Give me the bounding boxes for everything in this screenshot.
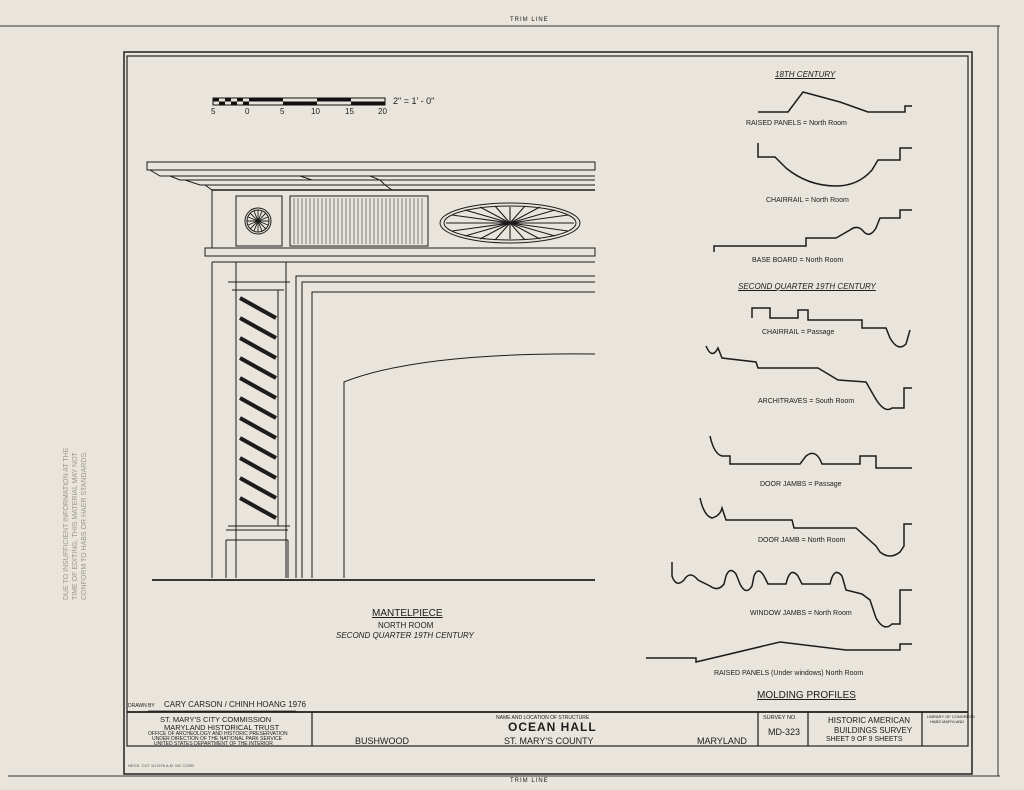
scale-tick: 5 (280, 107, 285, 116)
survey-number: MD-323 (768, 727, 801, 737)
label-chairrail-passage: CHAIRRAIL = Passage (762, 329, 835, 336)
habs-line2: BUILDINGS SURVEY (834, 726, 913, 735)
org-nps: UNDER DIRECTION OF THE NATIONAL PARK SER… (152, 736, 283, 742)
library-line2: HABS MARYLAND (930, 719, 965, 724)
oval-patera (446, 205, 574, 241)
flutes (293, 198, 423, 244)
scale-label: 2" = 1' - 0" (393, 96, 435, 106)
label-raised-panels-under: RAISED PANELS (Under windows) North Room (714, 670, 864, 677)
label-window-jambs: WINDOW JAMBS = North Room (750, 610, 852, 617)
sheet-number: SHEET 9 OF 9 SHEETS (826, 736, 903, 743)
side-note-line: TIME OF EDITING, THIS MATERIAL MAY NOT (72, 452, 79, 600)
trim-line-top: TRIM LINE (510, 17, 549, 23)
rosette (247, 210, 269, 232)
location-town: BUSHWOOD (355, 736, 409, 746)
scale-bar (212, 97, 386, 106)
org-trust: MARYLAND HISTORICAL TRUST (164, 723, 280, 732)
trim-line-bottom: TRIM LINE (510, 778, 549, 784)
side-note-line: CONFORM TO HABS OR HAER STANDARDS. (81, 451, 88, 600)
label-base-board: BASE BOARD = North Room (752, 257, 844, 264)
mantelpiece-elevation (146, 161, 596, 581)
footer-note: NEGS. CUT 11/1976 A.M. MC CORD (128, 763, 195, 768)
scale-tick: 15 (345, 107, 354, 116)
scale-tick: 0 (245, 107, 250, 116)
label-door-jambs-passage: DOOR JAMBS = Passage (760, 481, 842, 488)
label-architraves: ARCHITRAVES = South Room (758, 398, 855, 405)
mantelpiece-period: SECOND QUARTER 19TH CENTURY (336, 631, 474, 640)
org-interior: UNITED STATES DEPARTMENT OF THE INTERIOR (154, 741, 273, 747)
scale-tick: 10 (311, 107, 320, 116)
library-line1: LIBRARY OF CONGRESS (927, 714, 975, 719)
twisted-column (239, 296, 277, 520)
molding-profiles-title: MOLDING PROFILES (757, 690, 856, 701)
molding-profiles (646, 91, 912, 663)
label-raised-panels: RAISED PANELS = North Room (746, 120, 847, 127)
side-disclaimer: DUE TO INSUFFICIENT INFORMATION AT THE T… (62, 448, 89, 600)
mantelpiece-title: MANTELPIECE (372, 608, 443, 619)
label-chairrail-north: CHAIRRAIL = North Room (766, 197, 849, 204)
location-county: ST. MARY'S COUNTY (504, 736, 594, 746)
structure-caption: NAME AND LOCATION OF STRUCTURE (496, 715, 590, 721)
location-state: MARYLAND (697, 736, 747, 746)
structure-name: OCEAN HALL (508, 720, 597, 734)
heading-second-quarter: SECOND QUARTER 19TH CENTURY (738, 282, 876, 291)
heading-18th-century: 18TH CENTURY (775, 70, 836, 79)
survey-caption: SURVEY NO. (763, 715, 797, 721)
label-door-jamb-north: DOOR JAMB = North Room (758, 537, 846, 544)
mantelpiece-room: NORTH ROOM (378, 621, 434, 630)
scale-tick: 5 (211, 107, 216, 116)
scale-tick: 20 (378, 107, 387, 116)
habs-line1: HISTORIC AMERICAN (828, 716, 911, 725)
org-office: OFFICE OF ARCHEOLOGY AND HISTORIC PRESER… (148, 731, 288, 737)
drawn-by-prefix: DRAWN BY (128, 703, 155, 709)
drawn-by-names: CARY CARSON / CHINH HOANG 1976 (164, 700, 306, 709)
title-block-lines (127, 710, 968, 746)
org-commission: ST. MARY'S CITY COMMISSION (160, 715, 272, 724)
side-note-line: DUE TO INSUFFICIENT INFORMATION AT THE (63, 447, 70, 600)
